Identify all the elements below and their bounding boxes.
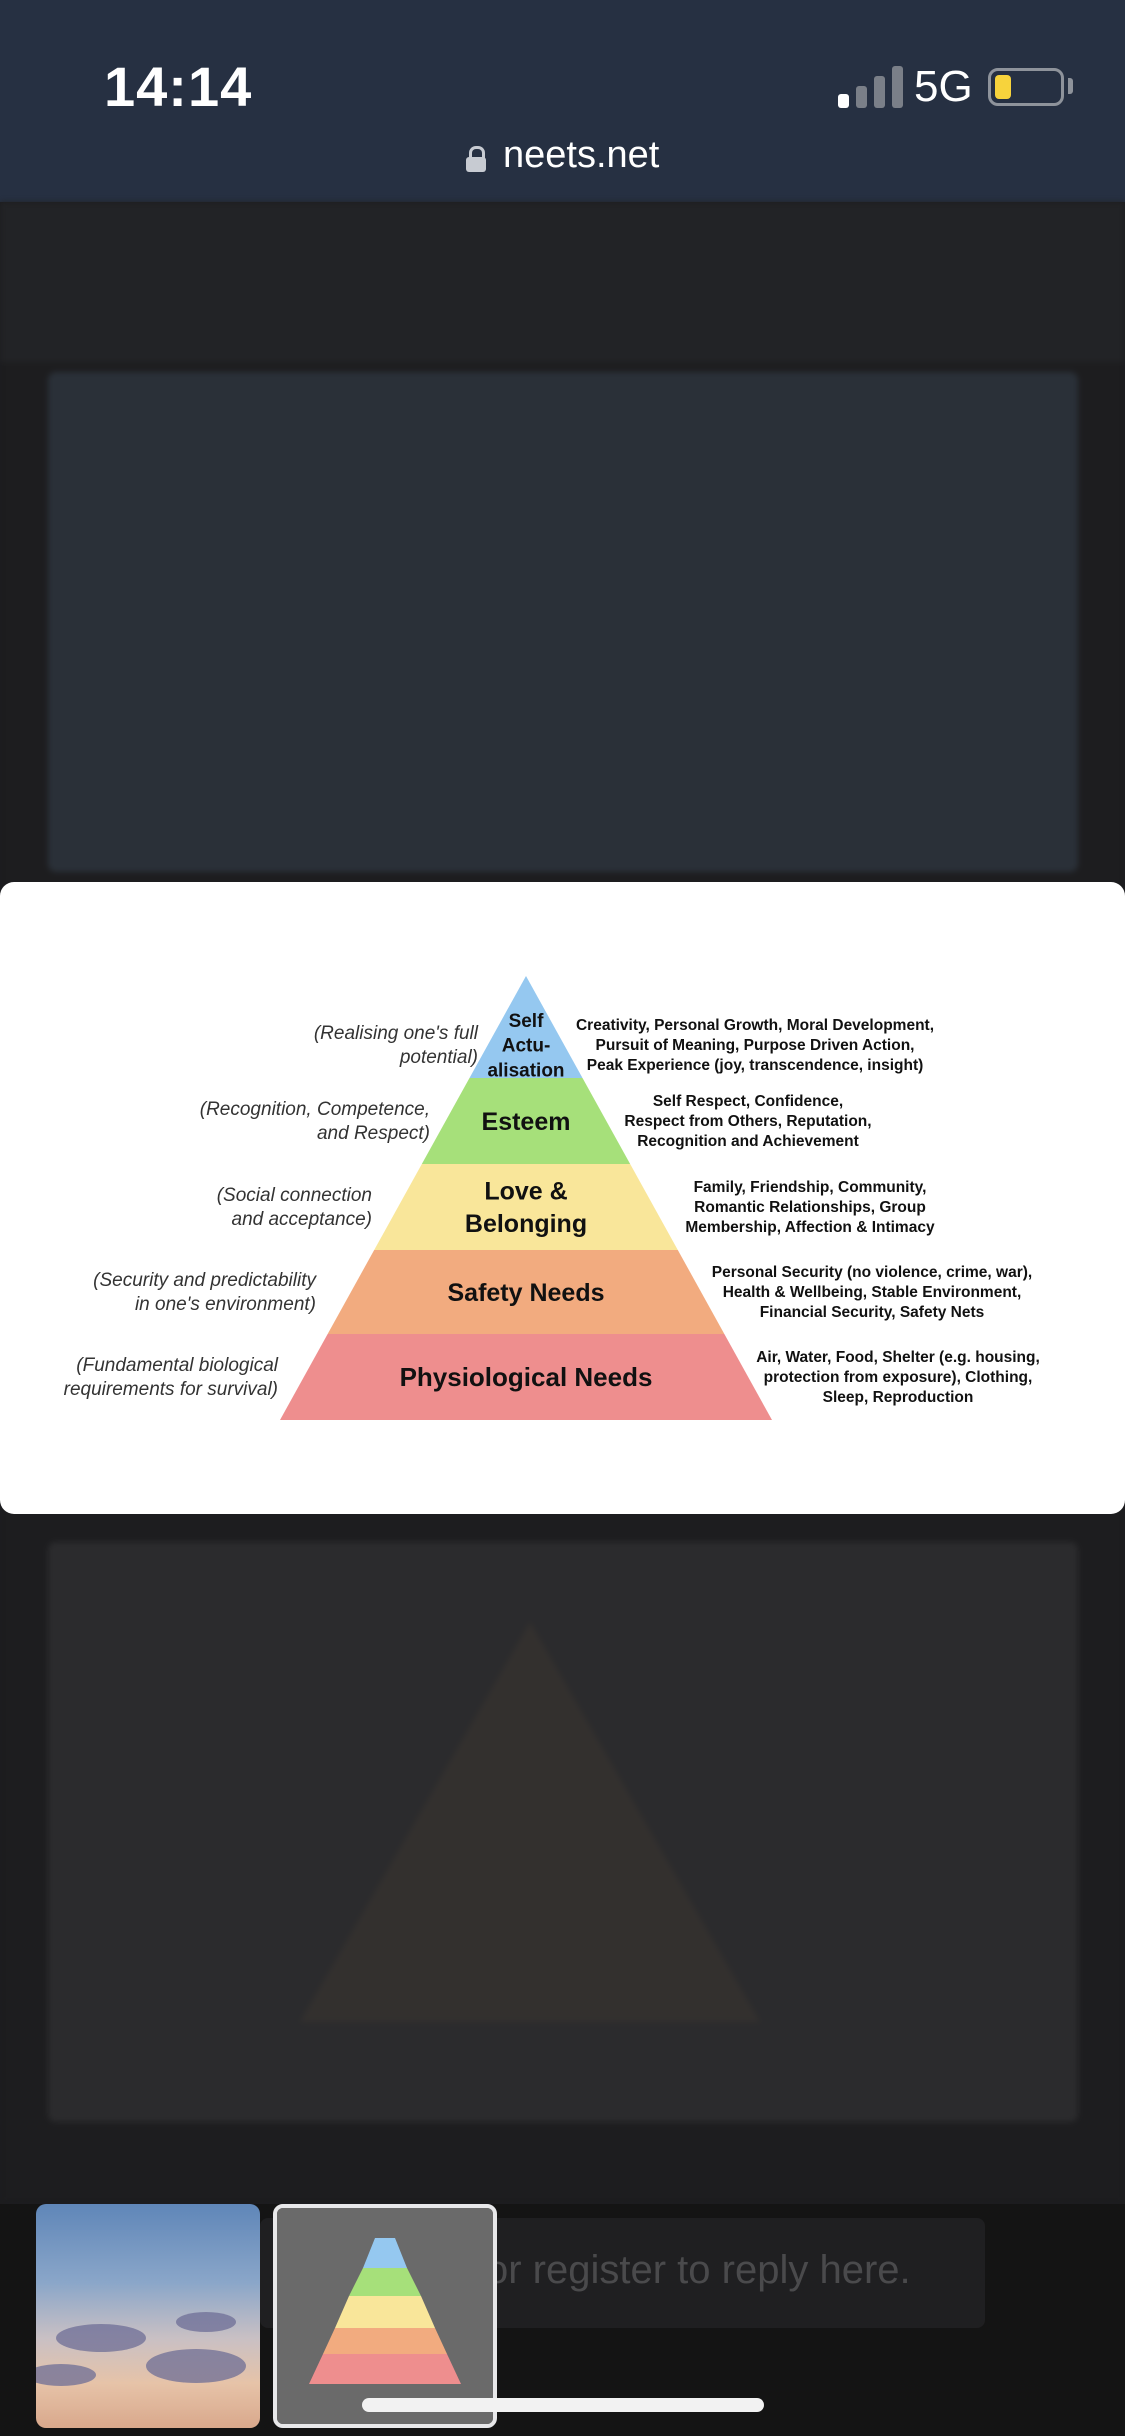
pyramid-level-label: Safety Needs: [447, 1279, 604, 1307]
pyramid-level-label: Actu-: [502, 1036, 551, 1057]
pyramid-level-description: Romantic Relationships, Group: [694, 1199, 926, 1216]
url-address[interactable]: neets.net: [503, 134, 660, 176]
battery-icon: [988, 68, 1064, 106]
browser-top-bar: 14:14 5G neets.net: [0, 0, 1125, 202]
pyramid-level-description: Sleep, Reproduction: [823, 1389, 974, 1406]
pyramid-level-note: (Realising one's full: [314, 1023, 479, 1044]
pyramid-level-3: [374, 1164, 678, 1250]
cellular-signal-icon: [838, 66, 904, 108]
pyramid-level-1: [469, 976, 583, 1078]
status-time: 14:14: [104, 55, 253, 118]
pyramid-level-label: Self: [509, 1011, 545, 1032]
pyramid-level-note: (Recognition, Competence,: [200, 1099, 430, 1120]
pyramid-level-note: (Security and predictability: [93, 1270, 317, 1291]
pyramid-level-description: protection from exposure), Clothing,: [764, 1369, 1033, 1386]
pyramid-level-description: Creativity, Personal Growth, Moral Devel…: [576, 1017, 934, 1034]
pyramid-level-note: (Fundamental biological: [76, 1355, 279, 1376]
pyramid-level-label: Physiological Needs: [400, 1362, 653, 1392]
pyramid-level-description: Recognition and Achievement: [637, 1133, 859, 1150]
pyramid-level-note: (Social connection: [217, 1185, 372, 1206]
pyramid-level-label: Love &: [484, 1178, 567, 1206]
pyramid-level-5: [280, 1334, 772, 1420]
pyramid-level-label: alisation: [487, 1060, 564, 1081]
pyramid-level-4: [327, 1250, 725, 1334]
pyramid-level-note: and acceptance): [232, 1209, 373, 1230]
pyramid-level-description: Respect from Others, Reputation,: [624, 1113, 871, 1130]
pyramid-level-description: Pursuit of Meaning, Purpose Driven Actio…: [596, 1037, 915, 1054]
pyramid-level-description: Health & Wellbeing, Stable Environment,: [723, 1284, 1022, 1301]
pyramid-level-description: Air, Water, Food, Shelter (e.g. housing,: [756, 1349, 1040, 1366]
pyramid-level-description: Family, Friendship, Community,: [694, 1179, 927, 1196]
background-header: [0, 202, 1125, 362]
pyramid-level-label: Belonging: [465, 1210, 587, 1238]
pyramid-level-2: [421, 1078, 631, 1164]
pyramid-level-description: Peak Experience (joy, transcendence, ins…: [587, 1057, 924, 1074]
pyramid-level-label: Esteem: [482, 1108, 571, 1136]
thumbnail-pyramid-graphic: [277, 2208, 493, 2424]
lock-icon: [466, 146, 486, 172]
background-image-card: [48, 372, 1078, 872]
pyramid-level-note: potential): [399, 1047, 478, 1068]
pyramid-level-note: and Respect): [317, 1123, 430, 1144]
home-indicator: [362, 2398, 764, 2412]
network-type: 5G: [914, 62, 973, 111]
thumbnail-sky-photo[interactable]: [36, 2204, 260, 2428]
pyramid-level-note: in one's environment): [135, 1294, 316, 1315]
reply-placeholder: or register to reply here.: [486, 2248, 911, 2292]
pyramid-level-description: Self Respect, Confidence,: [653, 1093, 843, 1110]
pyramid-level-description: Personal Security (no violence, crime, w…: [712, 1264, 1032, 1281]
pyramid-level-description: Membership, Affection & Intimacy: [685, 1219, 935, 1236]
pyramid-level-description: Financial Security, Safety Nets: [760, 1304, 985, 1321]
pyramid-level-note: requirements for survival): [64, 1379, 278, 1400]
thumbnail-pyramid-image[interactable]: [273, 2204, 497, 2428]
